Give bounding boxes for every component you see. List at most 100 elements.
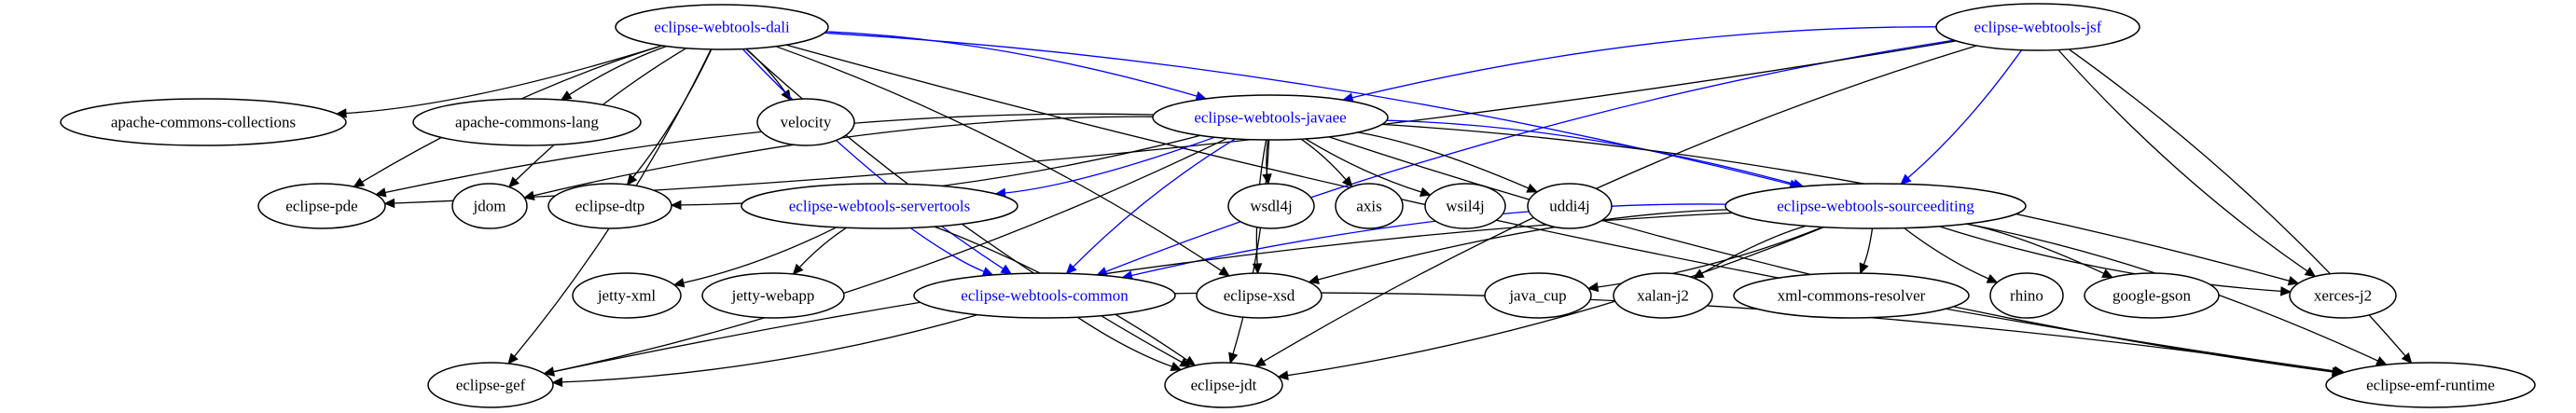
node-ellipse xyxy=(1227,183,1315,229)
arrowhead-icon xyxy=(1254,356,1267,367)
edge-line xyxy=(1004,136,1215,194)
node-label: jdom xyxy=(473,198,506,215)
node-servertools[interactable]: eclipse-webtools-servertools xyxy=(741,183,1018,229)
node-label: eclipse-webtools-jsf xyxy=(1974,19,2102,36)
node-ellipse xyxy=(427,362,554,408)
node-wsdl4j[interactable]: wsdl4j xyxy=(1227,183,1315,229)
arrowhead-icon xyxy=(375,187,387,198)
node-label: eclipse-webtools-javaee xyxy=(1194,109,1346,127)
node-jettywebapp[interactable]: jetty-webapp xyxy=(701,272,845,319)
arrowhead-icon xyxy=(2287,276,2300,286)
node-axis[interactable]: axis xyxy=(1335,183,1404,229)
node-sourceediting[interactable]: eclipse-webtools-sourceediting xyxy=(1724,183,2027,229)
node-jsf[interactable]: eclipse-webtools-jsf xyxy=(1935,3,2140,51)
arrowhead-icon xyxy=(2279,286,2292,296)
arrowhead-icon xyxy=(1277,370,1289,380)
node-ellipse xyxy=(572,272,682,319)
arrowhead-icon xyxy=(670,200,682,211)
node-gson[interactable]: google-gson xyxy=(2084,272,2220,319)
edge-sourceediting-to-xerces xyxy=(1939,226,2292,296)
node-label: rhino xyxy=(2010,287,2043,305)
arrowhead-icon xyxy=(1308,274,1320,284)
node-gef[interactable]: eclipse-gef xyxy=(427,362,554,408)
node-label: xml-commons-resolver xyxy=(1778,287,1926,305)
edge-line xyxy=(909,227,985,272)
node-jdom[interactable]: jdom xyxy=(451,183,528,229)
nodes-layer: eclipse-webtools-dali eclipse-webtools-js… xyxy=(60,3,2536,408)
edge-line xyxy=(2057,49,2308,272)
arrowhead-icon xyxy=(1586,282,1600,293)
arrowhead-icon xyxy=(508,176,519,188)
arrowhead-icon xyxy=(1986,273,1999,283)
edge-dali-to-lang xyxy=(560,45,668,101)
arrowhead-icon xyxy=(551,377,563,388)
node-pde[interactable]: eclipse-pde xyxy=(257,183,386,229)
node-ellipse xyxy=(547,183,672,229)
node-ellipse xyxy=(1613,272,1713,319)
node-uddi4j[interactable]: uddi4j xyxy=(1527,183,1613,229)
arrowhead-icon xyxy=(1228,351,1239,365)
node-ellipse xyxy=(1196,272,1323,319)
node-wsil4j[interactable]: wsil4j xyxy=(1424,183,1506,229)
edge-line xyxy=(1328,136,2334,373)
edge-jsf-to-jdt xyxy=(1254,45,1977,367)
node-label: apache-commons-lang xyxy=(455,114,599,131)
node-xerces[interactable]: xerces-j2 xyxy=(2289,272,2397,319)
node-xalan[interactable]: xalan-j2 xyxy=(1613,272,1713,319)
node-ellipse xyxy=(1527,183,1613,229)
node-label: apache-commons-collections xyxy=(111,114,296,131)
edge-sourceediting-to-gson xyxy=(1966,223,2114,279)
edge-line xyxy=(632,48,713,178)
node-common[interactable]: eclipse-webtools-common xyxy=(913,272,1176,319)
edge-line xyxy=(1966,223,2105,274)
edge-line xyxy=(1073,138,1236,268)
edge-line xyxy=(1105,39,1955,273)
arrowhead-icon xyxy=(383,198,395,209)
node-dtp[interactable]: eclipse-dtp xyxy=(547,183,672,229)
node-collections[interactable]: apache-commons-collections xyxy=(60,98,347,146)
node-javaee[interactable]: eclipse-webtools-javaee xyxy=(1152,94,1389,141)
edge-javaee-to-uddi4j xyxy=(1357,131,1539,193)
node-label: uddi4j xyxy=(1549,198,1589,215)
node-label: wsil4j xyxy=(1446,198,1485,215)
edge-javaee-to-axis xyxy=(1300,138,1353,188)
node-label: eclipse-webtools-common xyxy=(961,287,1129,305)
edge-line xyxy=(1287,226,1825,377)
edge-javaee-to-jdt xyxy=(1228,139,1270,365)
node-ellipse xyxy=(1989,272,2064,319)
node-jettyxml[interactable]: jetty-xml xyxy=(572,272,682,319)
edge-javaee-to-wsdl4j xyxy=(1262,139,1272,186)
edge-line xyxy=(1701,225,1807,274)
node-emf[interactable]: eclipse-emf-runtime xyxy=(2325,362,2536,408)
node-ellipse xyxy=(913,272,1176,319)
arrowhead-icon xyxy=(2304,267,2317,278)
node-xsd[interactable]: eclipse-xsd xyxy=(1196,272,1323,319)
node-resolver[interactable]: xml-commons-resolver xyxy=(1733,272,1970,319)
edge-jsf-to-xerces xyxy=(2057,49,2317,278)
edge-dali-to-dtp xyxy=(626,48,713,186)
node-ellipse xyxy=(257,183,386,229)
node-label: eclipse-webtools-servertools xyxy=(789,198,971,215)
node-ellipse xyxy=(615,4,829,50)
edge-line xyxy=(568,45,668,96)
edge-line xyxy=(533,116,1154,197)
node-lang[interactable]: apache-commons-lang xyxy=(412,98,642,146)
arrowhead-icon xyxy=(1859,262,1869,275)
node-label: eclipse-webtools-dali xyxy=(654,19,790,36)
node-dali[interactable]: eclipse-webtools-dali xyxy=(615,4,829,50)
node-rhino[interactable]: rhino xyxy=(1989,272,2064,319)
arrowhead-icon xyxy=(1170,361,1183,371)
arrowhead-icon xyxy=(2375,356,2388,365)
edge-line xyxy=(1305,138,1422,193)
node-jdt[interactable]: eclipse-jdt xyxy=(1164,362,1283,408)
arrowhead-icon xyxy=(523,190,535,200)
edge-sourceediting-to-jdt xyxy=(1277,226,1825,380)
node-ellipse xyxy=(1152,94,1389,141)
node-velocity[interactable]: velocity xyxy=(756,98,855,146)
edge-dali-to-javaee xyxy=(825,31,1208,102)
edge-javaee-to-servertools xyxy=(994,136,1215,199)
node-ellipse xyxy=(60,98,347,146)
node-javacup[interactable]: java_cup xyxy=(1484,272,1592,319)
node-ellipse xyxy=(756,98,855,146)
